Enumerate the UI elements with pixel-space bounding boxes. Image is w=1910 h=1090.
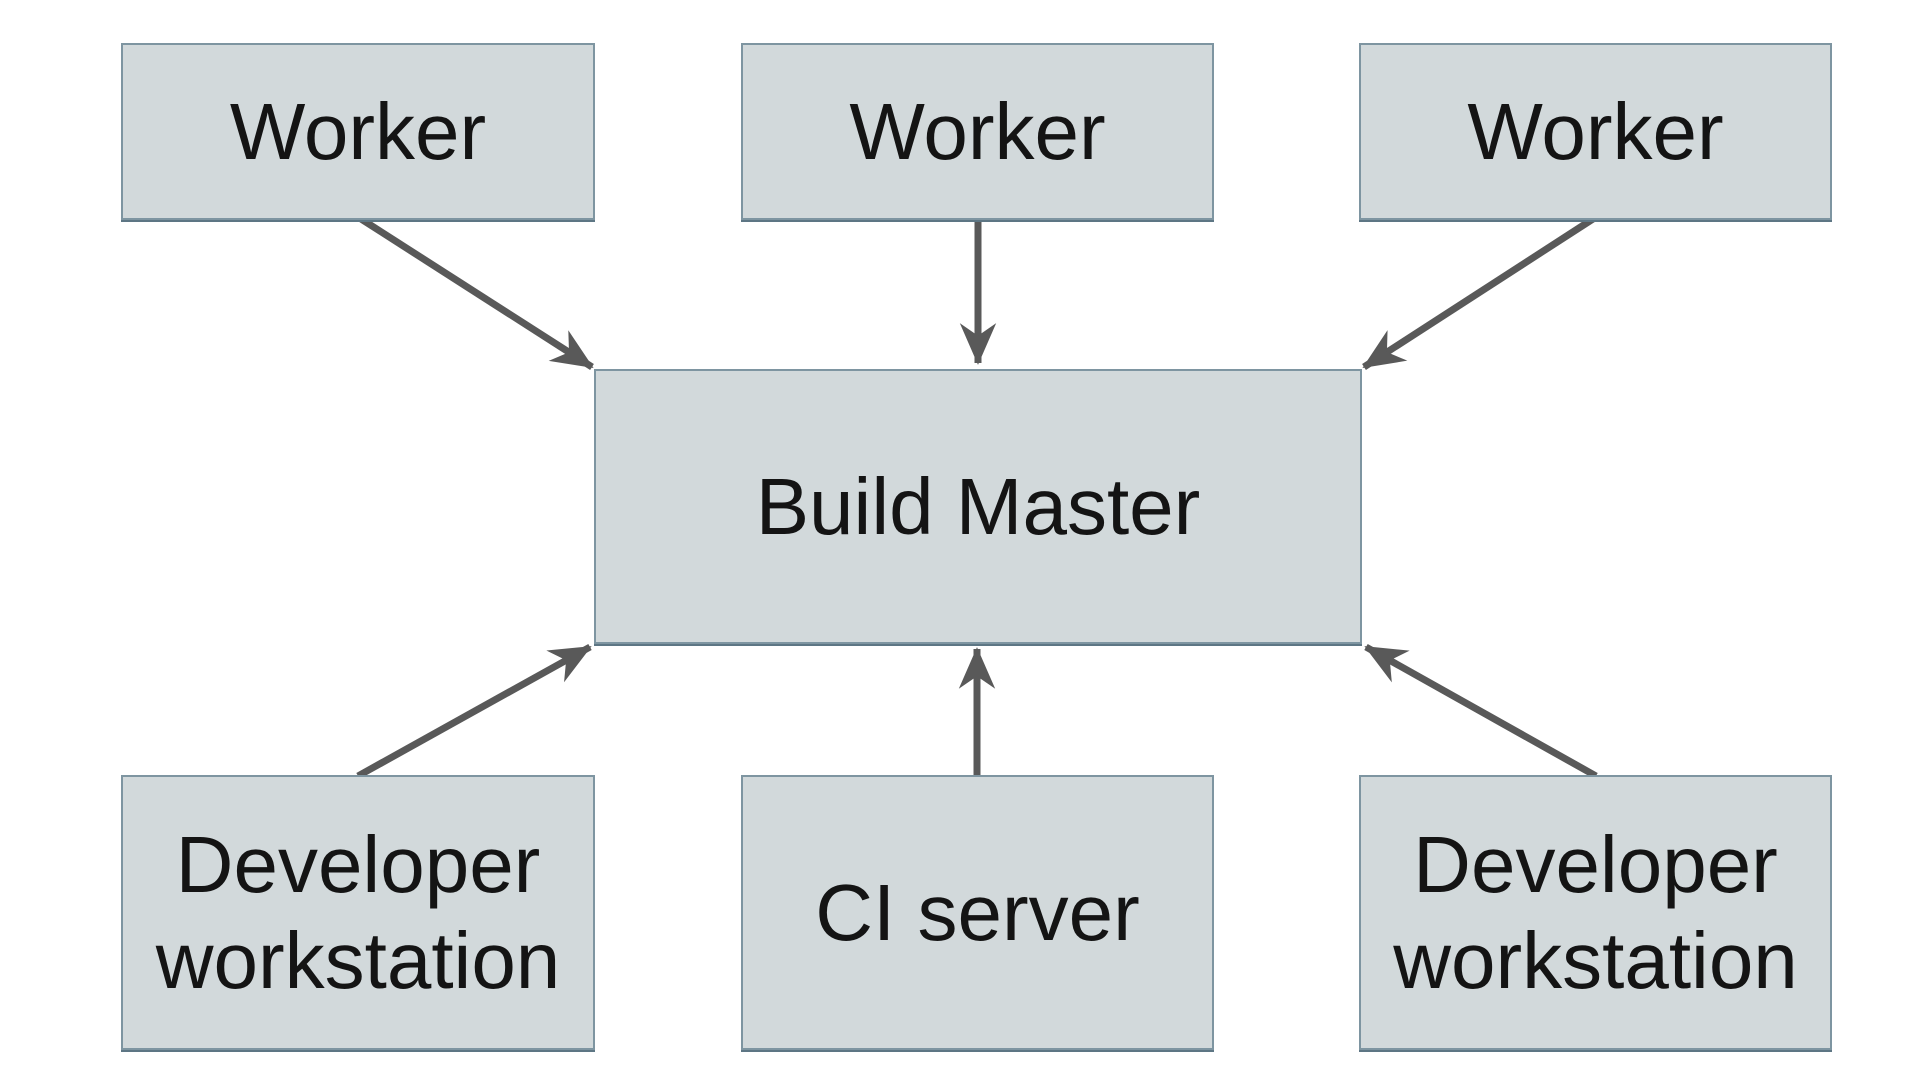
node-ci-server: CI server: [741, 775, 1214, 1050]
node-developer-workstation-left: Developer workstation: [121, 775, 595, 1050]
node-worker-1: Worker: [121, 43, 595, 220]
node-developer-workstation-left-label: Developer workstation: [155, 819, 561, 1005]
node-worker-3: Worker: [1359, 43, 1832, 220]
node-ci-server-label: CI server: [815, 867, 1140, 957]
arrow-worker-3-to-build-master: [1362, 214, 1598, 370]
node-build-master-label: Build Master: [755, 461, 1201, 551]
arrow-developer-workstation-right-to-build-master: [1364, 643, 1598, 780]
arrow-worker-1-to-build-master: [356, 214, 594, 370]
node-worker-2-label: Worker: [849, 86, 1106, 176]
node-worker-3-label: Worker: [1467, 86, 1724, 176]
node-developer-workstation-right-label: Developer workstation: [1393, 819, 1798, 1005]
node-developer-workstation-right: Developer workstation: [1359, 775, 1832, 1050]
node-worker-2: Worker: [741, 43, 1214, 220]
node-build-master: Build Master: [594, 369, 1362, 644]
node-worker-1-label: Worker: [229, 86, 487, 176]
arrow-developer-workstation-left-to-build-master: [356, 643, 592, 780]
